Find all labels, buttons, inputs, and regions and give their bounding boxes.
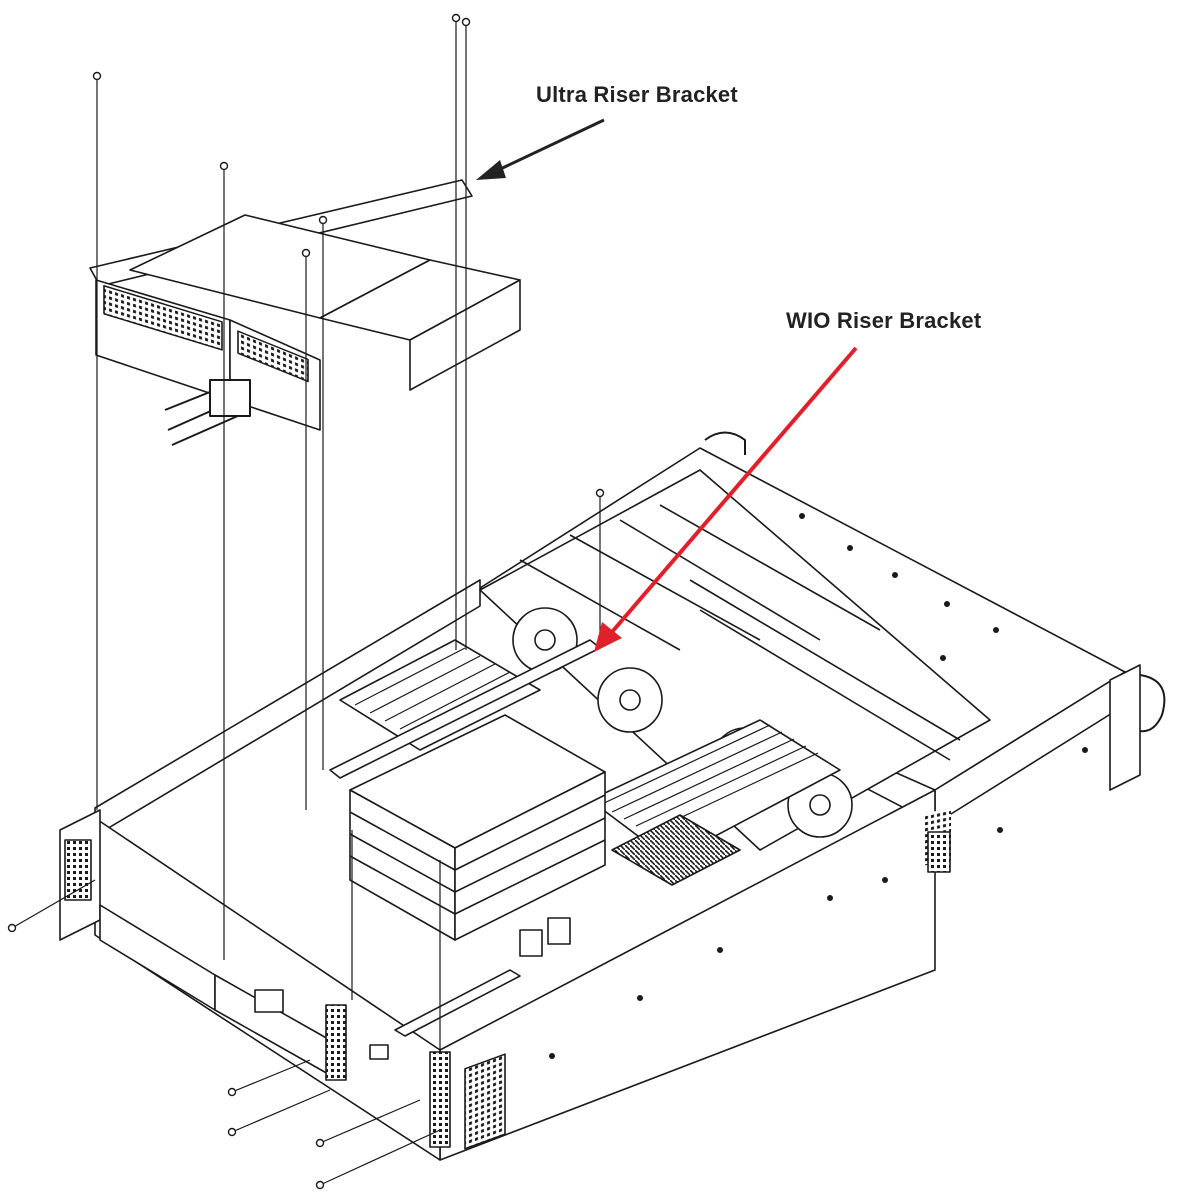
motherboard: [339, 639, 841, 1037]
screw-icon: [227, 1127, 237, 1137]
side-vent: [464, 1053, 506, 1150]
screws: [7, 13, 605, 1190]
screw-icon: [595, 488, 605, 498]
ultra-riser-bracket: [89, 179, 521, 446]
front-io: [254, 831, 951, 1148]
vent-grille-icon: [237, 330, 309, 383]
rear-bezel: [1109, 664, 1141, 791]
fan-icon: [597, 667, 663, 733]
screw-icon: [318, 215, 328, 225]
screw-icon: [301, 248, 311, 258]
screw-icon: [92, 71, 102, 81]
front-handle: [704, 431, 746, 455]
vent-grille-icon: [103, 284, 223, 351]
screw-icon: [451, 13, 461, 23]
power-connector: [547, 917, 571, 945]
screw-icon: [461, 17, 471, 27]
screw-guides: [11, 20, 601, 1186]
io-port: [369, 1044, 389, 1060]
power-connector: [519, 929, 543, 957]
pcie-slot: [394, 969, 521, 1037]
screw-icon: [227, 1087, 237, 1097]
callout-wio-riser-bracket: WIO Riser Bracket: [786, 308, 982, 333]
vent-grille-icon: [64, 839, 92, 901]
wio-riser-bracket: [329, 639, 606, 941]
screw-icon: [315, 1138, 325, 1148]
screw-icon: [315, 1180, 325, 1190]
arrow-icon: [476, 118, 605, 180]
screw-icon: [219, 161, 229, 171]
arrow-icon: [594, 346, 858, 652]
dimm-slots-left: [339, 639, 541, 751]
vent-grille-icon: [325, 1004, 347, 1081]
vent-grille-icon: [429, 1051, 451, 1148]
callout-ultra-riser-bracket: Ultra Riser Bracket: [536, 82, 738, 107]
vent-grille-icon: [927, 831, 951, 873]
riser-cables: [164, 379, 251, 446]
heatsink-icon: [611, 814, 741, 886]
rear-handle: [1139, 674, 1166, 733]
io-port: [254, 989, 284, 1013]
screw-icon: [7, 923, 17, 933]
